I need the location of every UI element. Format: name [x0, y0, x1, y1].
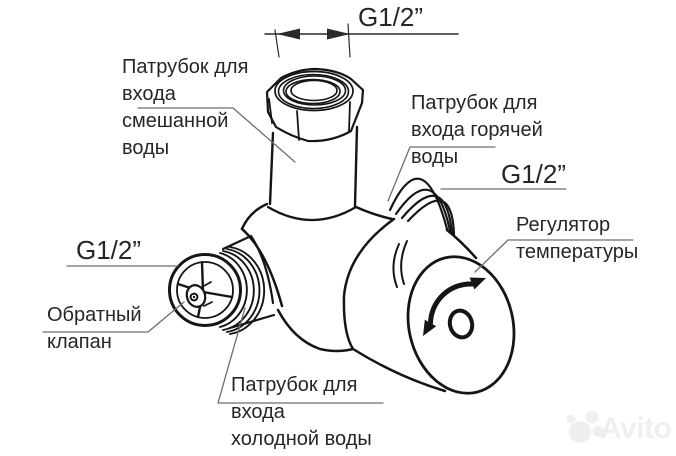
leader-lines — [42, 107, 634, 404]
leader-hot-inlet — [387, 146, 496, 202]
cold-inlet-port — [168, 234, 276, 335]
dimension-arrow-left-icon — [277, 28, 300, 40]
hot-inlet-threads — [388, 177, 456, 237]
regulator-knob — [351, 228, 516, 395]
leader-mixed-inlet — [137, 107, 296, 163]
avito-logo-icon — [566, 410, 604, 443]
leader-cold-inlet — [217, 307, 384, 404]
top-pipe — [266, 125, 359, 222]
leader-regulator — [474, 239, 634, 273]
leader-check-valve — [42, 301, 185, 333]
label-mixed-water-inlet: Патрубок для входа смешанной воды — [122, 56, 249, 159]
avito-watermark: Avito — [600, 412, 672, 445]
dimension-top — [264, 23, 459, 58]
label-cold-water-inlet: Патрубок для входа холодной воды — [231, 374, 372, 450]
label-thread-size-left: G1/2” — [76, 235, 142, 265]
dimension-arrow-right-icon — [327, 28, 350, 40]
check-valve-face — [168, 253, 242, 327]
label-check-valve: Обратный клапан — [47, 304, 142, 353]
knob-center-hole — [447, 308, 475, 340]
label-thread-size-right: G1/2” — [501, 159, 567, 189]
valve-body — [240, 202, 396, 353]
label-hot-water-inlet: Патрубок для входа горячей воды — [411, 92, 543, 168]
union-nut — [265, 67, 365, 143]
label-temperature-regulator: Регулятор температуры — [516, 214, 639, 263]
rotation-arrow-icon — [423, 277, 486, 336]
label-thread-size-top: G1/2” — [358, 2, 424, 32]
